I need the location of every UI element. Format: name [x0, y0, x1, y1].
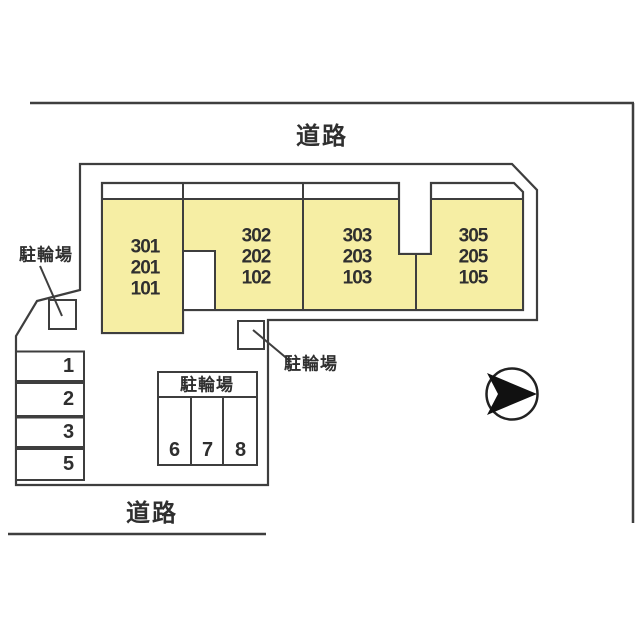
parking-number-1: 1 — [62, 355, 74, 377]
parking-stall-5 — [15, 448, 85, 481]
unit-number: 302 — [241, 225, 272, 247]
unit-number: 201 — [130, 257, 161, 279]
room-units-103-203-303: 303 203 103 — [342, 225, 373, 289]
bicycle-stall-number-6: 6 — [168, 439, 180, 461]
bicycle-stall-number-7: 7 — [201, 439, 213, 461]
compass-arrow-icon — [487, 373, 537, 415]
unit-number: 305 — [458, 225, 489, 247]
unit-number: 301 — [130, 236, 161, 258]
parking-number-5: 5 — [62, 453, 74, 475]
building-notch-entry — [182, 250, 216, 311]
bicycle-parking-box-header: 駐輪場 — [180, 375, 234, 395]
bicycle-spot-left — [48, 299, 77, 330]
unit-number: 203 — [342, 246, 373, 268]
unit-number: 101 — [130, 278, 161, 300]
bicycle-spot-center — [237, 320, 265, 350]
room-units-101-201-301: 301 201 101 — [130, 236, 161, 300]
compass-circle — [485, 367, 539, 421]
bicycle-stall-number-8: 8 — [234, 439, 246, 461]
leader-line-center — [252, 329, 291, 362]
unit-number: 105 — [458, 267, 489, 289]
parking-stall-1 — [15, 350, 85, 382]
unit-number: 205 — [458, 246, 489, 268]
lot-boundary — [14, 162, 539, 487]
road-label-top: 道路 — [296, 123, 348, 150]
leader-line-left — [39, 265, 63, 317]
unit-number: 102 — [241, 267, 272, 289]
parking-number-2: 2 — [62, 388, 74, 410]
road-label-bottom: 道路 — [126, 500, 178, 527]
unit-number: 103 — [342, 267, 373, 289]
compass-icon — [485, 367, 539, 421]
room-units-105-205-305: 305 205 105 — [458, 225, 489, 289]
unit-number: 303 — [342, 225, 373, 247]
bicycle-parking-label-left: 駐輪場 — [19, 245, 73, 265]
bicycle-parking-label-center: 駐輪場 — [284, 354, 338, 374]
parking-stall-3 — [15, 416, 85, 448]
unit-number: 202 — [241, 246, 272, 268]
parking-stall-2 — [15, 382, 85, 417]
bicycle-parking-box — [157, 371, 258, 466]
room-units-102-202-302: 302 202 102 — [241, 225, 272, 289]
parking-number-3: 3 — [62, 421, 74, 443]
